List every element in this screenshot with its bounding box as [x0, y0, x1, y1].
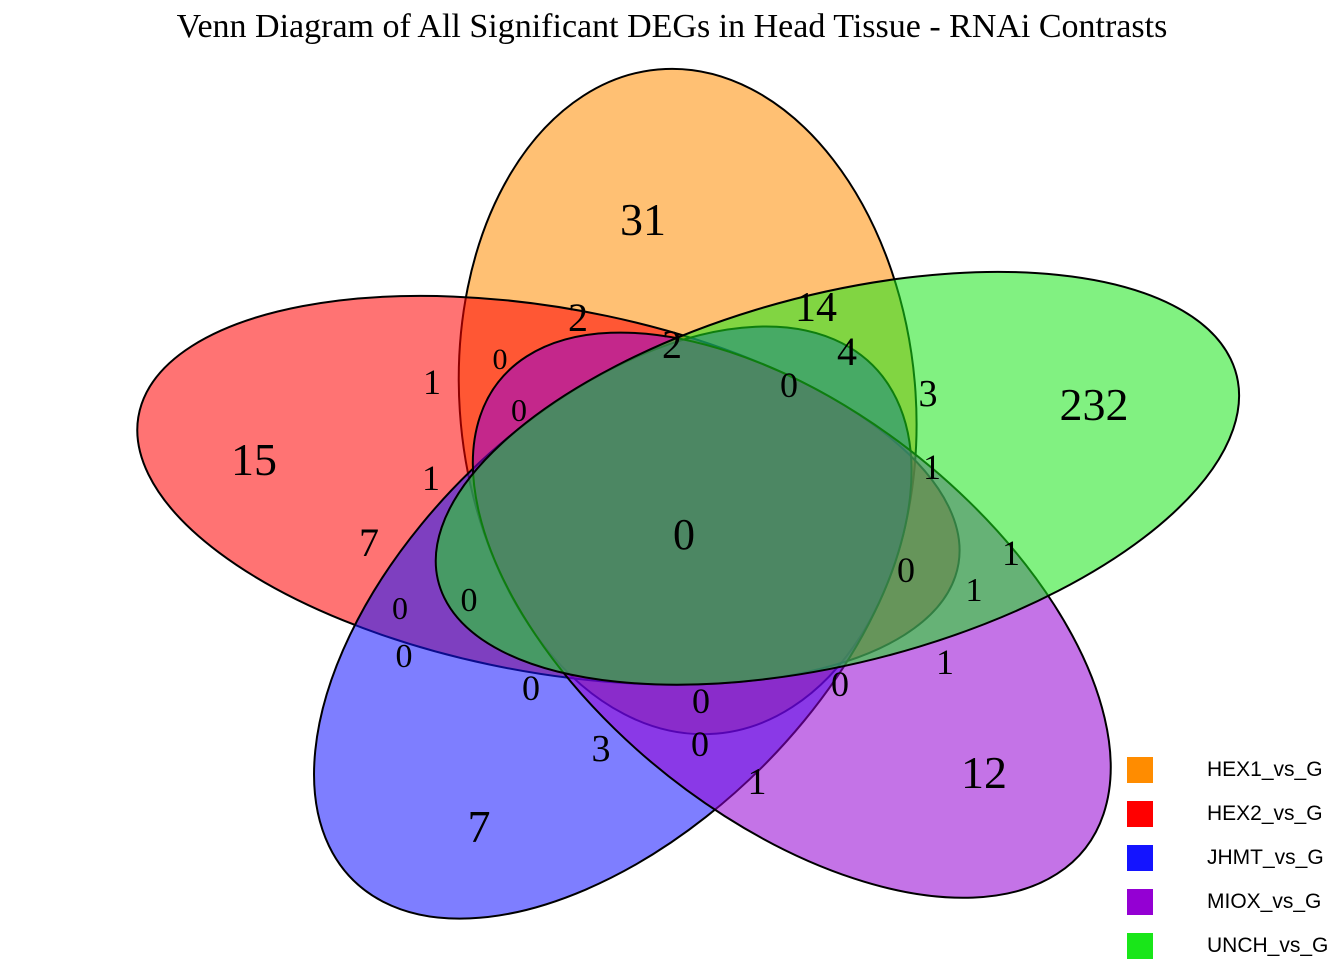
legend-label: JHMT_vs_G — [1207, 846, 1324, 869]
figure-title: Venn Diagram of All Significant DEGs in … — [176, 8, 1168, 45]
legend-item: HEX1_vs_G — [1127, 757, 1328, 783]
legend-swatch — [1127, 845, 1153, 871]
legend-swatch — [1127, 801, 1153, 827]
legend-item: HEX2_vs_G — [1127, 801, 1328, 827]
legend-item: MIOX_vs_G — [1127, 889, 1328, 915]
legend: HEX1_vs_G HEX2_vs_G JHMT_vs_G MIOX_vs_G UNCH… — [1127, 757, 1328, 959]
legend-item: UNCH_vs_G — [1127, 933, 1328, 959]
legend-item: JHMT_vs_G — [1127, 845, 1328, 871]
legend-label: MIOX_vs_G — [1207, 890, 1322, 913]
venn-diagram — [105, 50, 1275, 960]
legend-label: HEX1_vs_G — [1207, 758, 1323, 781]
venn-ellipses-svg — [105, 50, 1275, 960]
legend-swatch — [1127, 933, 1153, 959]
legend-label: HEX2_vs_G — [1207, 802, 1323, 825]
legend-swatch — [1127, 889, 1153, 915]
ellipse-unch — [362, 191, 1275, 766]
legend-label: UNCH_vs_G — [1207, 934, 1329, 957]
legend-swatch — [1127, 757, 1153, 783]
